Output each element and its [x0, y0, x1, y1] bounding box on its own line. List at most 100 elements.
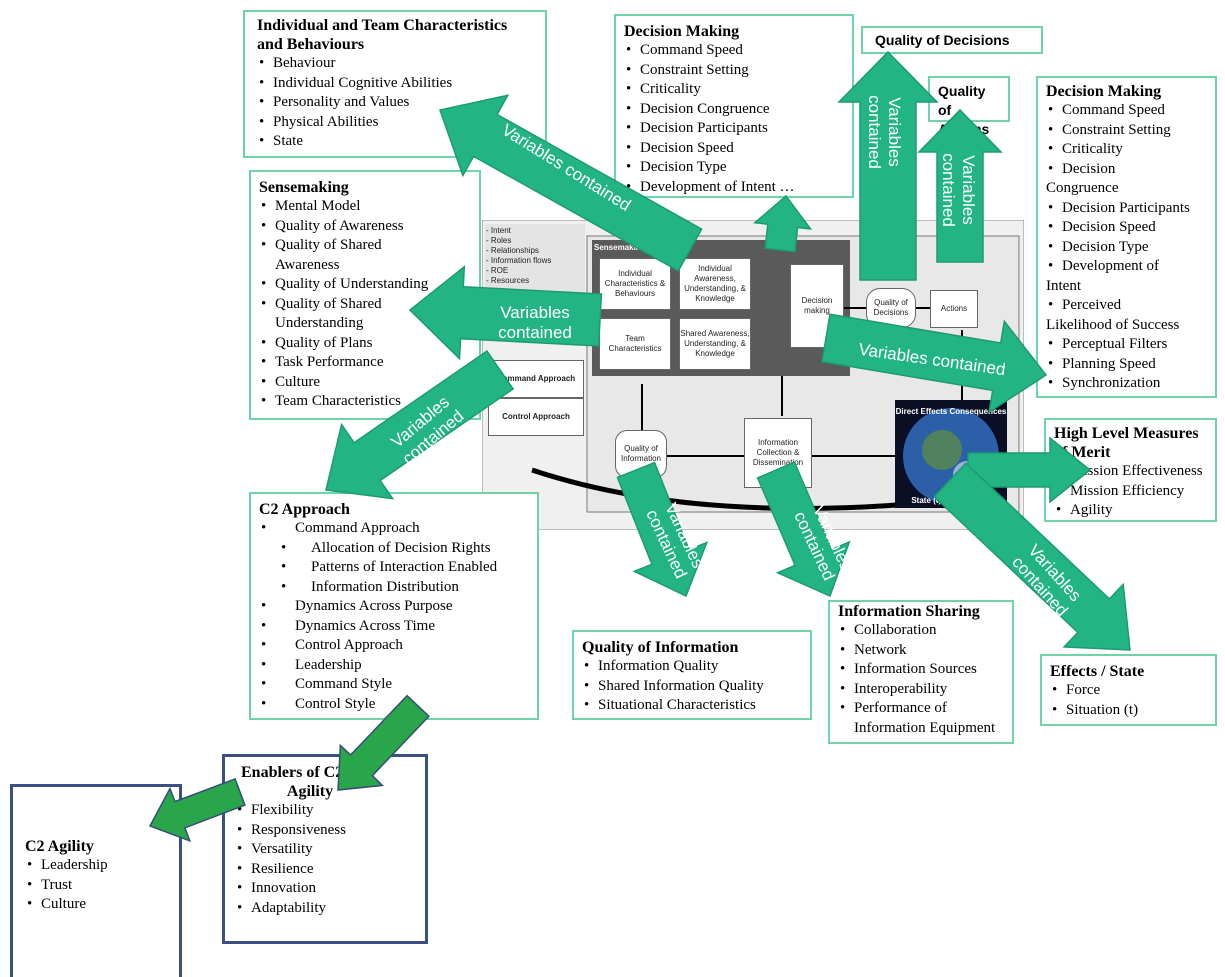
- decision-making-top-title: Decision Making: [624, 23, 740, 40]
- core-sidebar-item: - ROE: [486, 266, 509, 275]
- core-sidebar: - Intent - Roles - Relationships - Infor…: [486, 226, 582, 298]
- list-item: State: [257, 132, 533, 152]
- list-item-continuation: Understanding: [275, 315, 364, 331]
- information-sharing-title: Information Sharing: [838, 603, 980, 620]
- arrow-label-line: Variables: [500, 303, 570, 322]
- list-item: Innovation: [235, 879, 415, 899]
- list-item: Constraint Setting: [624, 61, 844, 81]
- core-sidebar-item: - Roles: [486, 236, 512, 245]
- list-item: Interoperability: [838, 680, 1004, 700]
- list-item: Criticality: [1046, 140, 1207, 160]
- list-item: Decision Participants: [624, 119, 844, 139]
- quality-decisions-title: Quality of Decisions: [875, 32, 1010, 48]
- list-item: Agility: [1054, 501, 1207, 521]
- list-item: Information Sources: [838, 660, 1004, 680]
- core-control-approach-box: Control Approach: [488, 398, 584, 436]
- list-item: Planning Speed: [1046, 355, 1207, 375]
- core-sidebar-item: - Resources: [486, 276, 530, 285]
- enablers-title-line1: Enablers of C2: [241, 764, 344, 781]
- arrow-label-line: contained: [865, 95, 884, 169]
- list-item: Decision Speed: [1046, 218, 1207, 238]
- arrow-label-line: contained: [498, 323, 572, 342]
- core-decision-box: Decision making: [790, 264, 844, 348]
- list-item: Quality of Shared: [259, 295, 471, 315]
- list-item: Perceived: [1046, 296, 1207, 316]
- list-item: Perceptual Filters: [1046, 335, 1207, 355]
- list-item: Dynamics Across Time: [259, 617, 529, 637]
- individual-team-title: Individual and Team Characteristics and …: [257, 17, 508, 53]
- list-item: Development of: [1046, 257, 1207, 277]
- c2-approach-box: C2 Approach Command Approach Allocation …: [249, 492, 539, 720]
- arrow-to-information-sharing: [756, 461, 851, 598]
- list-item: Information Quality: [582, 657, 802, 677]
- list-item: Quality of Awareness: [259, 217, 471, 237]
- list-item: Situation (t): [1050, 701, 1207, 721]
- core-sensemaking-label: Sensemaking: [594, 243, 646, 252]
- enablers-box: Enablers of C2 Agility Flexibility Respo…: [222, 754, 428, 944]
- list-item: Control Approach: [259, 636, 529, 656]
- arrow-label-line: contained: [939, 153, 958, 227]
- c2-agility-title: C2 Agility: [25, 838, 94, 855]
- core-team-box: Team Characteristics: [599, 318, 671, 370]
- list-item: Command Speed: [624, 41, 844, 61]
- decision-making-right-title: Decision Making: [1046, 83, 1162, 100]
- arrow-to-decision-making-top: [753, 194, 813, 253]
- list-item: Quality of Plans: [259, 334, 471, 354]
- list-item: Decision: [1046, 160, 1207, 180]
- core-sidebar-item: - Information flows: [486, 256, 552, 265]
- list-item: Command Speed: [1046, 101, 1207, 121]
- list-item: Development of Intent …: [624, 178, 844, 198]
- list-item: Task Performance: [259, 353, 471, 373]
- list-item: Synchronization: [1046, 374, 1207, 394]
- list-item: Decision Type: [1046, 238, 1207, 258]
- list-item: Collaboration: [838, 621, 1004, 641]
- arrow-to-enablers: [337, 694, 430, 791]
- arrow-label-actions: Variables contained: [938, 150, 978, 230]
- arrow-label-sensemaking: Variables contained: [485, 303, 585, 343]
- arrow-to-effects-state: [933, 462, 1131, 651]
- list-item: Culture: [25, 895, 167, 915]
- arrow-to-individual-team: [439, 94, 703, 272]
- list-item: Personality and Values: [257, 93, 533, 113]
- list-item: Command Approach: [259, 519, 529, 539]
- enablers-title-line2: Agility: [286, 783, 334, 800]
- core-awareness-box: Individual Awareness, Understanding, & K…: [679, 258, 751, 310]
- list-item: Performance of: [838, 699, 1004, 719]
- list-item: Criticality: [624, 80, 844, 100]
- list-subitem: Allocation of Decision Rights: [259, 539, 529, 559]
- list-item: Behaviour: [257, 54, 533, 74]
- list-item: Dynamics Across Purpose: [259, 597, 529, 617]
- list-item: Culture: [259, 373, 471, 393]
- list-item: Team Characteristics: [259, 392, 471, 412]
- arrow-to-decision-making-right: [821, 313, 1048, 414]
- effects-state-box: Effects / State Force Situation (t): [1040, 654, 1217, 726]
- list-item: Adaptability: [235, 899, 415, 919]
- arrow-to-quality-decisions: [837, 50, 939, 281]
- list-item: Trust: [25, 876, 167, 896]
- list-item: Leadership: [25, 856, 167, 876]
- core-sidebar-item: - Intent: [486, 226, 511, 235]
- list-subitem: Patterns of Interaction Enabled: [259, 558, 529, 578]
- sensemaking-title: Sensemaking: [259, 179, 349, 196]
- core-direct-effects-label: Direct Effects Consequences: [895, 407, 1007, 416]
- core-actions-box: Actions: [930, 290, 978, 328]
- c2-approach-title: C2 Approach: [259, 501, 350, 518]
- arrow-to-quality-actions: [917, 108, 1003, 263]
- arrow-to-high-level-measures: [967, 436, 1092, 504]
- decision-making-top-box: Decision Making Command Speed Constraint…: [614, 14, 854, 198]
- list-item: Quality of Understanding: [259, 275, 471, 295]
- arrow-label-line: Variables: [885, 97, 904, 167]
- list-item-continuation: Likelihood of Success: [1046, 316, 1180, 333]
- effects-state-title: Effects / State: [1050, 663, 1145, 680]
- core-shared-box: Shared Awareness, Understanding, & Knowl…: [679, 318, 751, 370]
- list-item-continuation: Intent: [1046, 277, 1081, 294]
- list-subitem: Information Distribution: [259, 578, 529, 598]
- list-item: Shared Information Quality: [582, 677, 802, 697]
- list-item: Mental Model: [259, 197, 471, 217]
- arrow-label-decisions: Variables contained: [864, 92, 904, 172]
- arrow-to-c2-approach: [325, 350, 515, 500]
- arrow-to-c2-agility: [148, 777, 246, 843]
- list-item: Command Style: [259, 675, 529, 695]
- c2-agility-box: C2 Agility Leadership Trust Culture: [10, 784, 182, 977]
